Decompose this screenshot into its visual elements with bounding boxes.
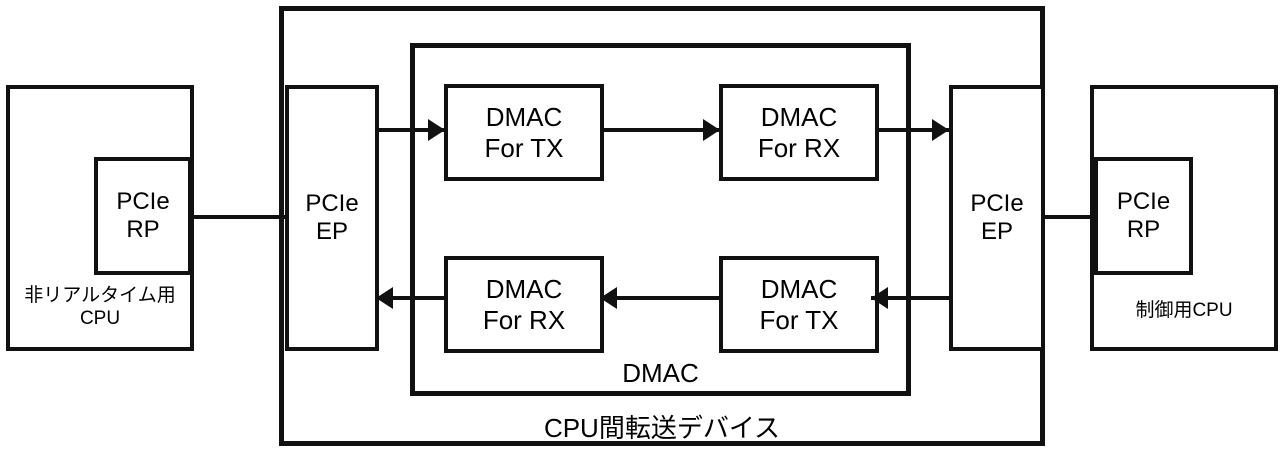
flow-bottom-rx-to-ep-line: [376, 296, 448, 300]
flow-bottom-rx-to-ep-arrow: [376, 287, 393, 309]
flow-bottom-ep-to-tx-line: [871, 296, 951, 300]
flow-bottom-tx-to-rx-arrow: [600, 287, 617, 309]
flow-top-ep-to-tx-line: [375, 128, 447, 132]
flow-bottom-ep-to-tx-arrow: [871, 287, 888, 309]
right-cpu-caption: 制御用CPU: [1135, 300, 1233, 321]
dmac-for-rx-bottom-box: DMAC For RX: [444, 256, 604, 353]
left-pcie-rp-label: PCIe RP: [116, 187, 170, 243]
transfer-device-title: CPU間転送デバイス: [543, 413, 781, 443]
dmac-container-title: DMAC: [622, 358, 699, 388]
connector-left-rp-to-ep: [190, 215, 287, 219]
dmac-for-rx-top-label: DMAC For RX: [757, 101, 841, 163]
flow-top-rx-to-ep-arrow: [932, 119, 949, 141]
right-pcie-rp-label: PCIe RP: [1116, 187, 1171, 243]
flow-top-rx-to-ep-line: [877, 128, 953, 132]
dmac-for-tx-top-label: DMAC For TX: [484, 101, 564, 163]
connector-right-ep-to-rp: [1043, 215, 1097, 219]
left-cpu-caption: 非リアルタイム用 CPU: [24, 285, 176, 329]
flow-top-ep-to-tx-arrow: [428, 119, 445, 141]
dmac-for-tx-bottom-label: DMAC For TX: [759, 273, 839, 335]
right-pcie-rp-box: PCIe RP: [1094, 157, 1193, 275]
flow-top-tx-to-rx-line: [602, 128, 722, 132]
flow-top-tx-to-rx-arrow: [703, 119, 720, 141]
left-pcie-ep-label: PCIe EP: [305, 189, 359, 245]
dmac-for-tx-bottom-box: DMAC For TX: [719, 256, 879, 353]
flow-bottom-tx-to-rx-line: [600, 296, 722, 300]
right-pcie-ep-label: PCIe EP: [970, 189, 1024, 245]
left-pcie-rp-box: PCIe RP: [94, 157, 192, 275]
left-pcie-ep-box: PCIe EP: [285, 85, 379, 351]
dmac-container: [410, 43, 911, 396]
dmac-for-rx-top-box: DMAC For RX: [719, 84, 879, 181]
dmac-for-tx-top-box: DMAC For TX: [444, 84, 604, 181]
right-pcie-ep-box: PCIe EP: [949, 85, 1045, 351]
dmac-for-rx-bottom-label: DMAC For RX: [482, 273, 566, 335]
